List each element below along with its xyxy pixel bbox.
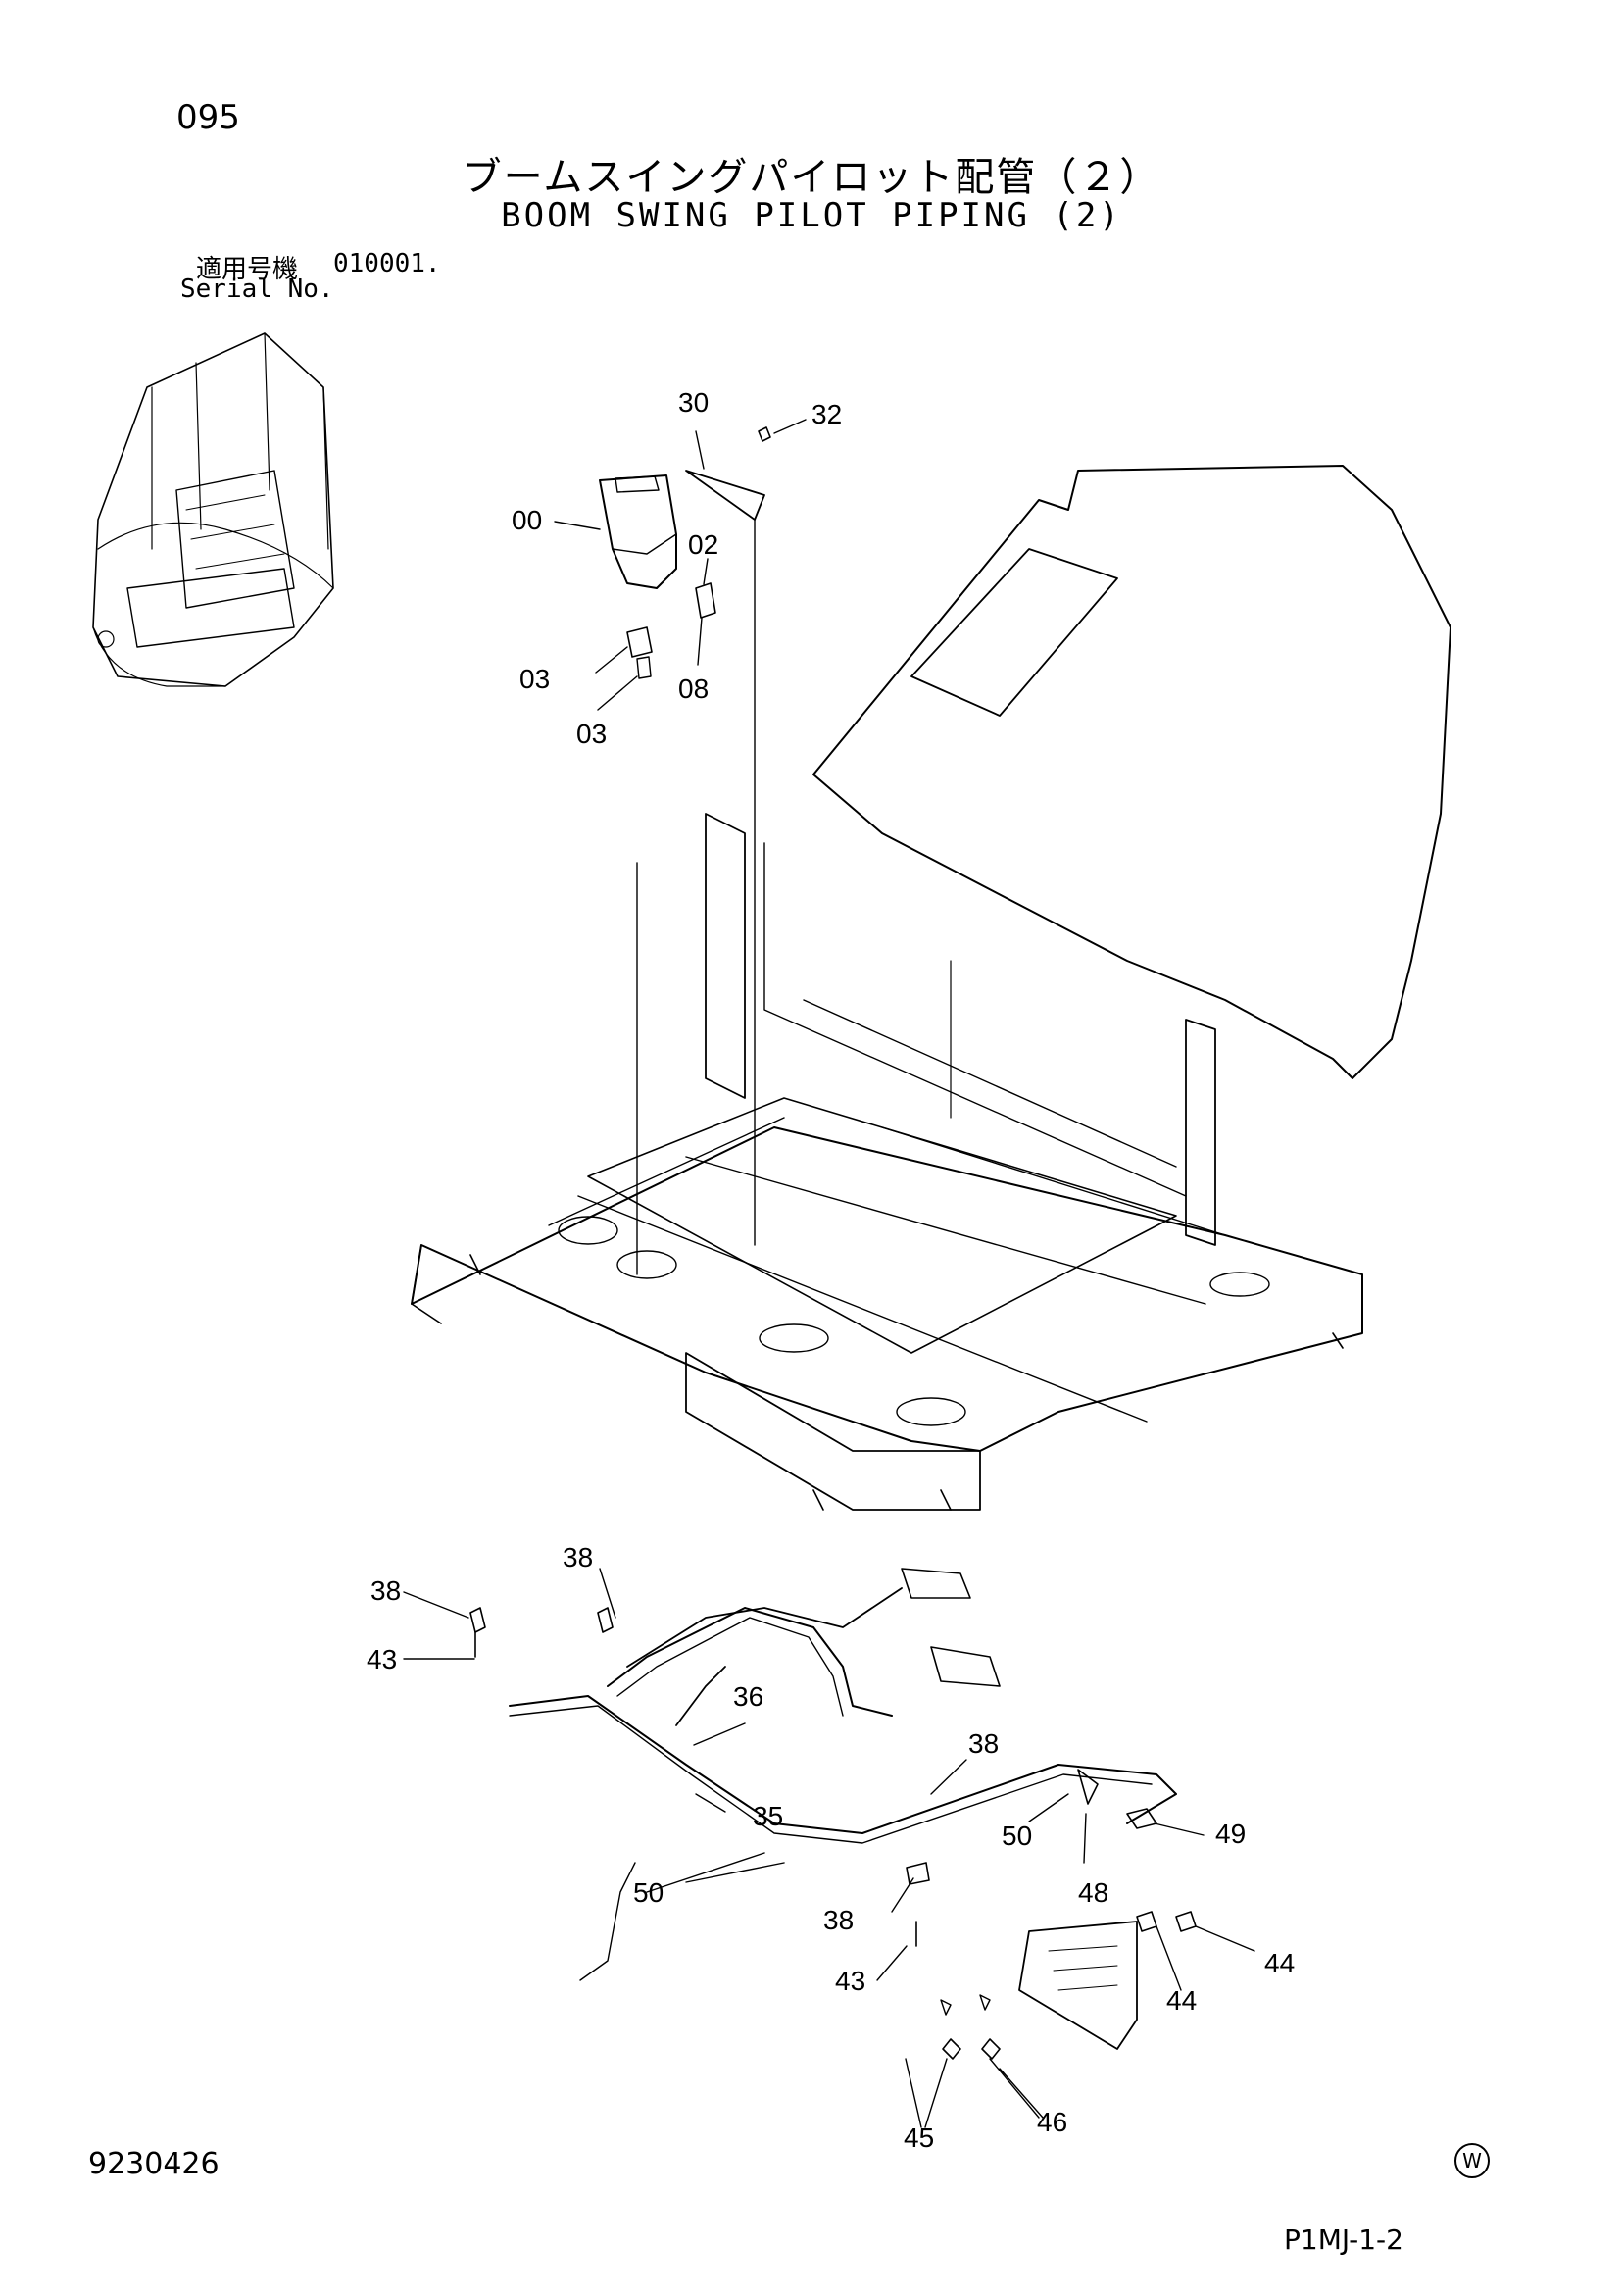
cab-frame xyxy=(411,465,1451,1511)
callout-label: 38 xyxy=(563,1542,593,1572)
callout-label: 45 xyxy=(904,2122,934,2153)
callout-label: 03 xyxy=(576,719,607,749)
page-code: P1MJ-1-2 xyxy=(1284,2223,1403,2256)
callout-label: 44 xyxy=(1166,1985,1197,2016)
pilot-piping xyxy=(509,1568,1177,1844)
callout-label: 00 xyxy=(512,505,542,535)
callout-label: 32 xyxy=(812,399,842,429)
callout-label: 46 xyxy=(1037,2107,1067,2137)
mounting-plate xyxy=(469,1607,1197,2060)
callout-label: 08 xyxy=(678,674,709,704)
page-number: 095 xyxy=(176,98,240,137)
cab-location-inset xyxy=(92,332,334,687)
callout-label: 03 xyxy=(519,664,550,694)
callout-label: 44 xyxy=(1264,1948,1295,1978)
callout-label: 50 xyxy=(633,1877,664,1908)
serial-label-english: Serial No. xyxy=(180,275,334,304)
callout-label: 38 xyxy=(968,1728,999,1759)
callout-label: 48 xyxy=(1078,1877,1108,1908)
callout-label: 36 xyxy=(733,1681,763,1712)
callout-label: 50 xyxy=(1002,1821,1032,1851)
page-title-japanese: ブームスイングパイロット配管（２） xyxy=(462,155,1161,200)
page-title-english: BOOM SWING PILOT PIPING (2) xyxy=(501,196,1122,235)
serial-label-japanese: 適用号機 xyxy=(196,255,299,284)
w-mark-icon: W xyxy=(1454,2143,1490,2178)
callout-leaders xyxy=(403,419,1255,2128)
callout-label: 35 xyxy=(753,1801,783,1831)
serial-number-value: 010001. xyxy=(333,249,441,278)
document-number: 9230426 xyxy=(88,2147,220,2181)
callout-label: 38 xyxy=(823,1905,854,1935)
callout-label: 49 xyxy=(1215,1819,1246,1849)
callout-label: 38 xyxy=(370,1575,401,1606)
callout-labels: 30 32 00 02 03 08 03 38 38 43 36 38 35 5… xyxy=(367,387,1295,2153)
callout-label: 30 xyxy=(678,387,709,418)
switch-box-assembly xyxy=(599,426,771,1275)
callout-label: 43 xyxy=(835,1966,865,1996)
callout-label: 02 xyxy=(688,529,718,560)
callout-label: 43 xyxy=(367,1644,397,1674)
